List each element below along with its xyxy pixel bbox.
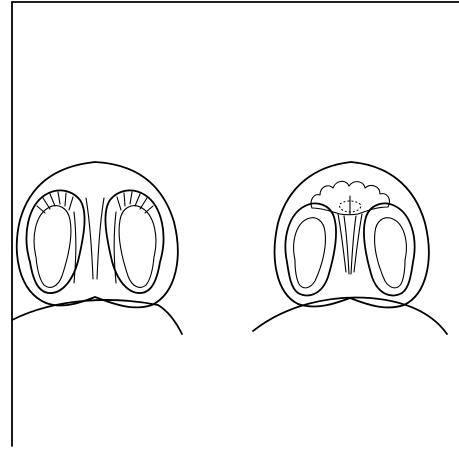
- left-base-curve: [12, 300, 182, 334]
- right-panel-right-crus: [364, 203, 415, 295]
- left-nose-outline: [17, 162, 178, 307]
- columella-struts: [338, 214, 362, 274]
- right-panel-right-nostril: [375, 218, 407, 288]
- right-panel-left-crus: [285, 203, 336, 295]
- frame-lines: [12, 2, 459, 446]
- right-panel-left-nostril: [294, 218, 326, 288]
- left-hatching: [37, 192, 73, 213]
- right-nose-diagram: [253, 162, 447, 334]
- left-nostril-inner: [34, 206, 71, 288]
- right-base-curve: [253, 297, 447, 334]
- left-nose-diagram: [12, 162, 182, 334]
- right-hatching: [117, 192, 153, 213]
- right-nostril-inner: [119, 206, 156, 288]
- columella-gap: [86, 198, 104, 279]
